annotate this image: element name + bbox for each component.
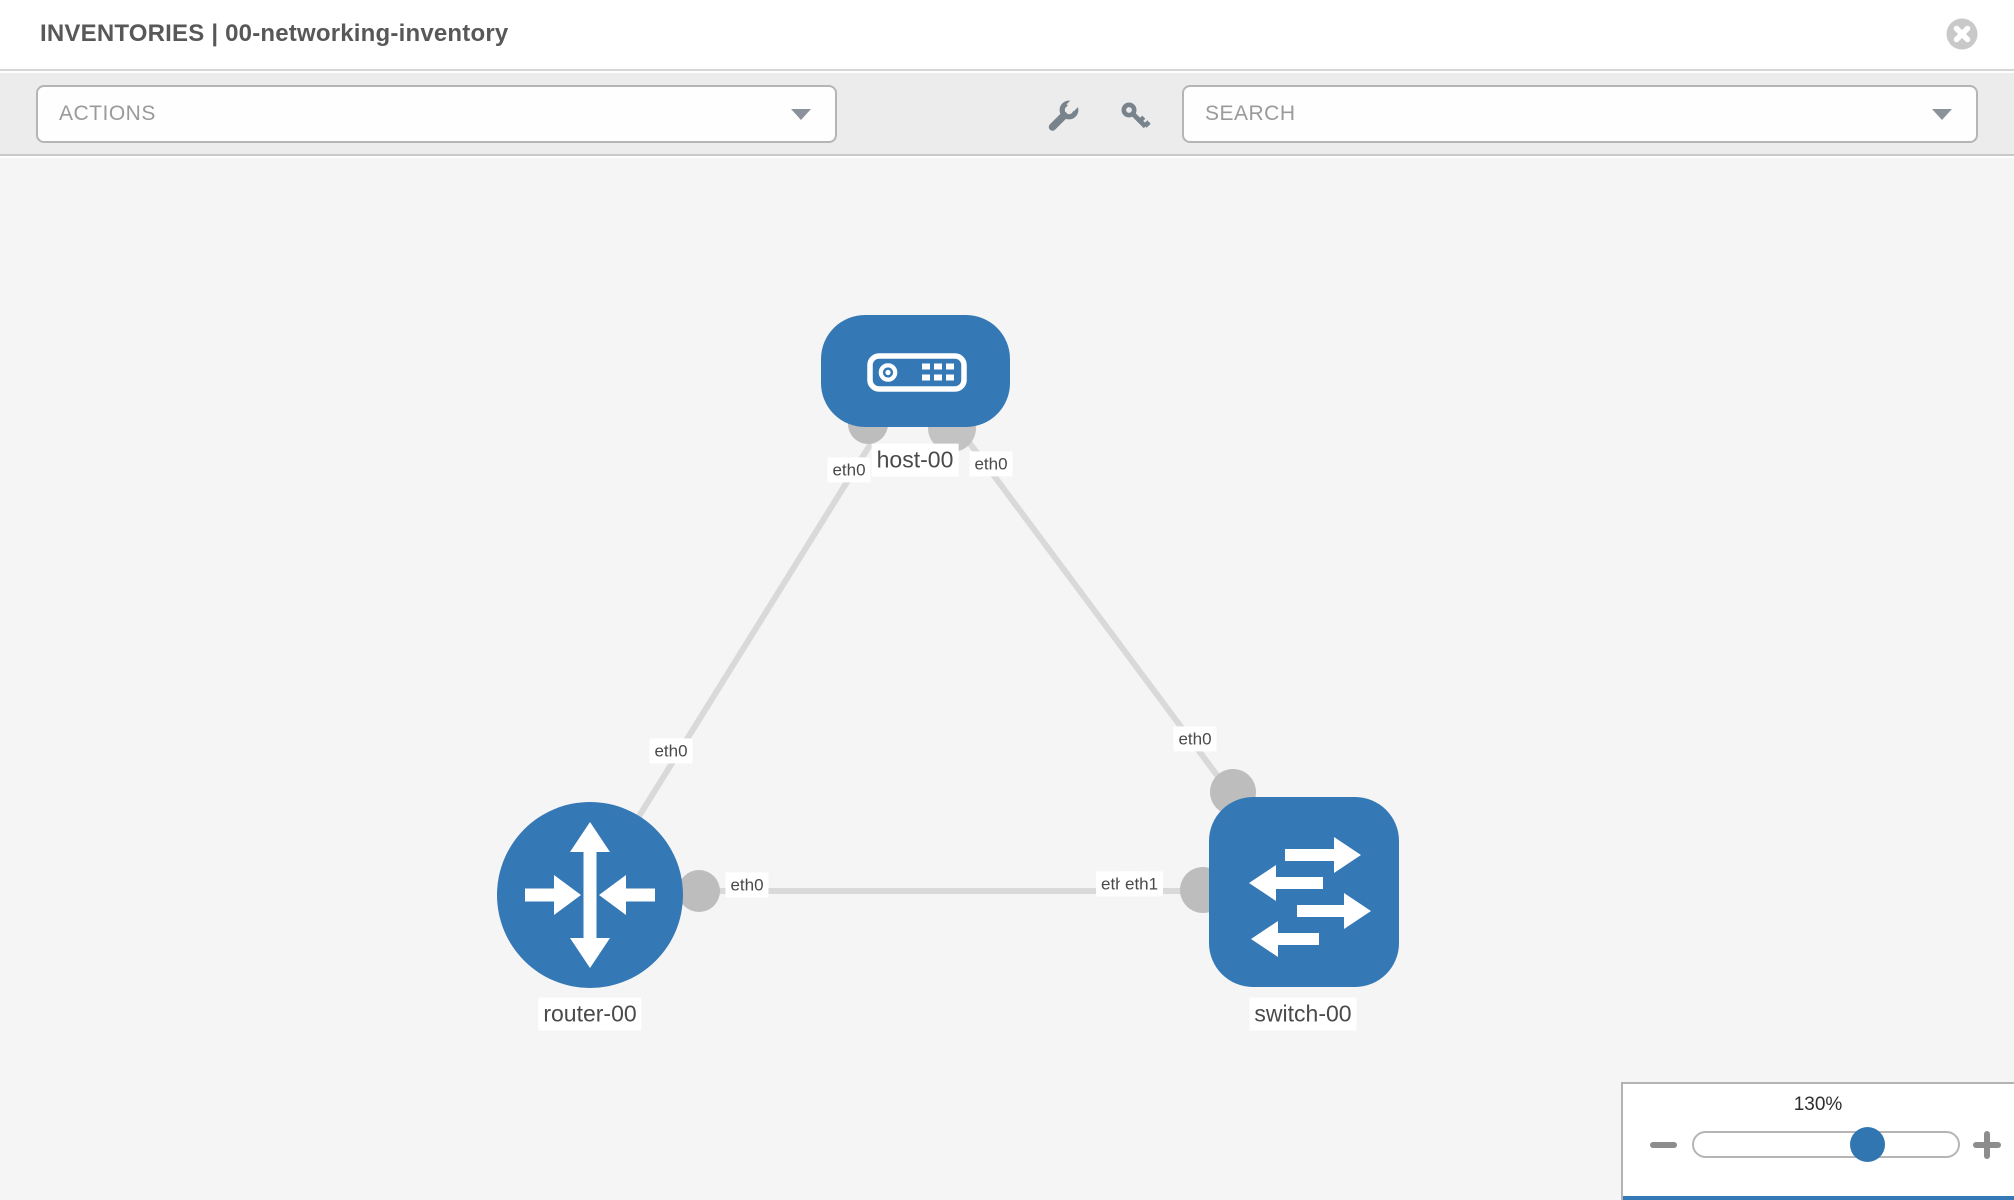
- zoom-slider[interactable]: [1692, 1127, 1960, 1162]
- if-label-host-right: eth0: [969, 451, 1013, 477]
- router-icon: [525, 822, 655, 968]
- chevron-down-icon: [791, 109, 811, 120]
- node-label-host[interactable]: host-00: [871, 443, 959, 477]
- node-host-00[interactable]: [821, 315, 1010, 427]
- zoom-in-button[interactable]: [1973, 1131, 2001, 1159]
- zoom-percentage: 130%: [1793, 1094, 1843, 1115]
- search-dropdown-label: SEARCH: [1205, 102, 1296, 125]
- close-button[interactable]: [1945, 17, 1979, 51]
- node-switch-00[interactable]: [1209, 797, 1399, 987]
- zoom-out-button[interactable]: [1650, 1142, 1677, 1148]
- if-label-router-top: eth0: [649, 738, 693, 764]
- toolbar: ACTIONS SEARCH: [0, 73, 2014, 156]
- actions-dropdown[interactable]: ACTIONS: [36, 85, 837, 143]
- credentials-button[interactable]: [1119, 100, 1151, 132]
- node-label-router[interactable]: router-00: [538, 997, 642, 1031]
- search-dropdown[interactable]: SEARCH: [1182, 85, 1978, 143]
- key-icon: [1121, 102, 1151, 129]
- actions-dropdown-label: ACTIONS: [59, 102, 156, 125]
- zoom-panel: 130%: [1621, 1082, 2014, 1200]
- configure-button[interactable]: [1047, 97, 1081, 132]
- close-icon: [1946, 18, 1978, 50]
- header: INVENTORIES | 00-networking-inventory: [0, 0, 2014, 71]
- page-title: INVENTORIES | 00-networking-inventory: [40, 20, 509, 47]
- bottom-accent-bar: [1623, 1196, 2014, 1200]
- if-label-switch-top: eth0: [1173, 726, 1217, 752]
- if-label-host-left: eth0: [827, 457, 871, 483]
- if-label-switch-left-over: eth1: [1120, 871, 1164, 897]
- host-icon: [867, 353, 967, 392]
- topology-canvas[interactable]: host-00 router-00 switch-00 eth0 eth0 et…: [0, 158, 2014, 1200]
- node-label-switch[interactable]: switch-00: [1249, 997, 1357, 1031]
- zoom-slider-knob[interactable]: [1850, 1127, 1885, 1162]
- node-router-00[interactable]: [497, 802, 683, 988]
- chevron-down-icon: [1932, 109, 1952, 120]
- wrench-icon: [1048, 97, 1081, 131]
- port-router-eth0[interactable]: [678, 870, 720, 912]
- if-label-router-right: eth0: [725, 872, 769, 898]
- switch-icon: [1249, 837, 1371, 957]
